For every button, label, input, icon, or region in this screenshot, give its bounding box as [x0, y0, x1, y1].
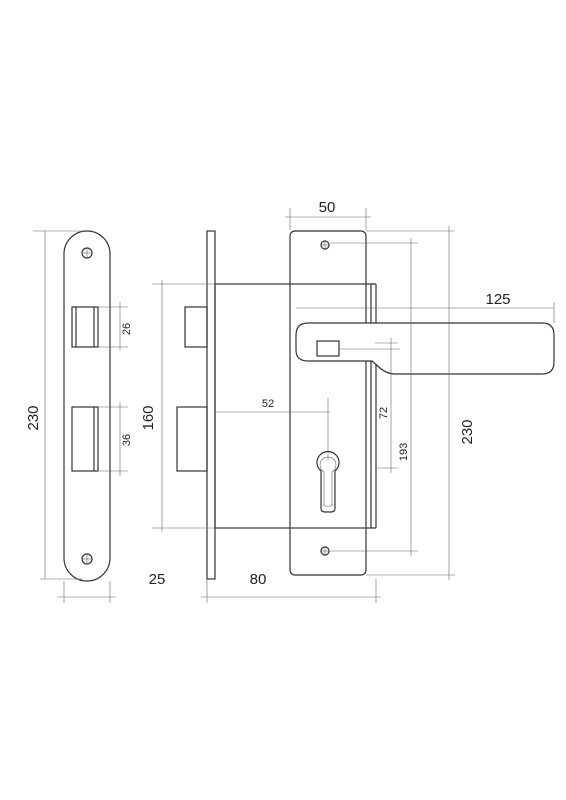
dim-screw-spacing: 193 — [398, 443, 410, 461]
escutcheon — [289, 230, 367, 576]
dim-handle-length: 125 — [485, 291, 510, 308]
door-handle — [295, 322, 555, 375]
escutcheon-dimensions: 50 125 72 193 230 — [285, 199, 555, 580]
dim-latch-height: 26 — [121, 323, 133, 335]
dim-escutcheon-width: 50 — [319, 199, 336, 216]
dim-handle-to-cylinder: 72 — [378, 407, 390, 419]
lock-case — [176, 230, 377, 580]
dim-deadbolt-height: 36 — [121, 434, 133, 446]
dim-case-depth: 80 — [250, 571, 267, 588]
dim-center-distance: 52 — [262, 398, 274, 410]
dim-escutcheon-height: 230 — [459, 419, 476, 444]
faceplate — [63, 230, 111, 582]
dim-backset: 25 — [149, 571, 166, 588]
faceplate-dimensions: 230 26 36 — [25, 230, 133, 603]
lock-case-dimensions: 160 25 80 52 — [140, 280, 381, 603]
dim-body-height: 160 — [140, 405, 157, 430]
dim-faceplate-height: 230 — [25, 405, 42, 430]
